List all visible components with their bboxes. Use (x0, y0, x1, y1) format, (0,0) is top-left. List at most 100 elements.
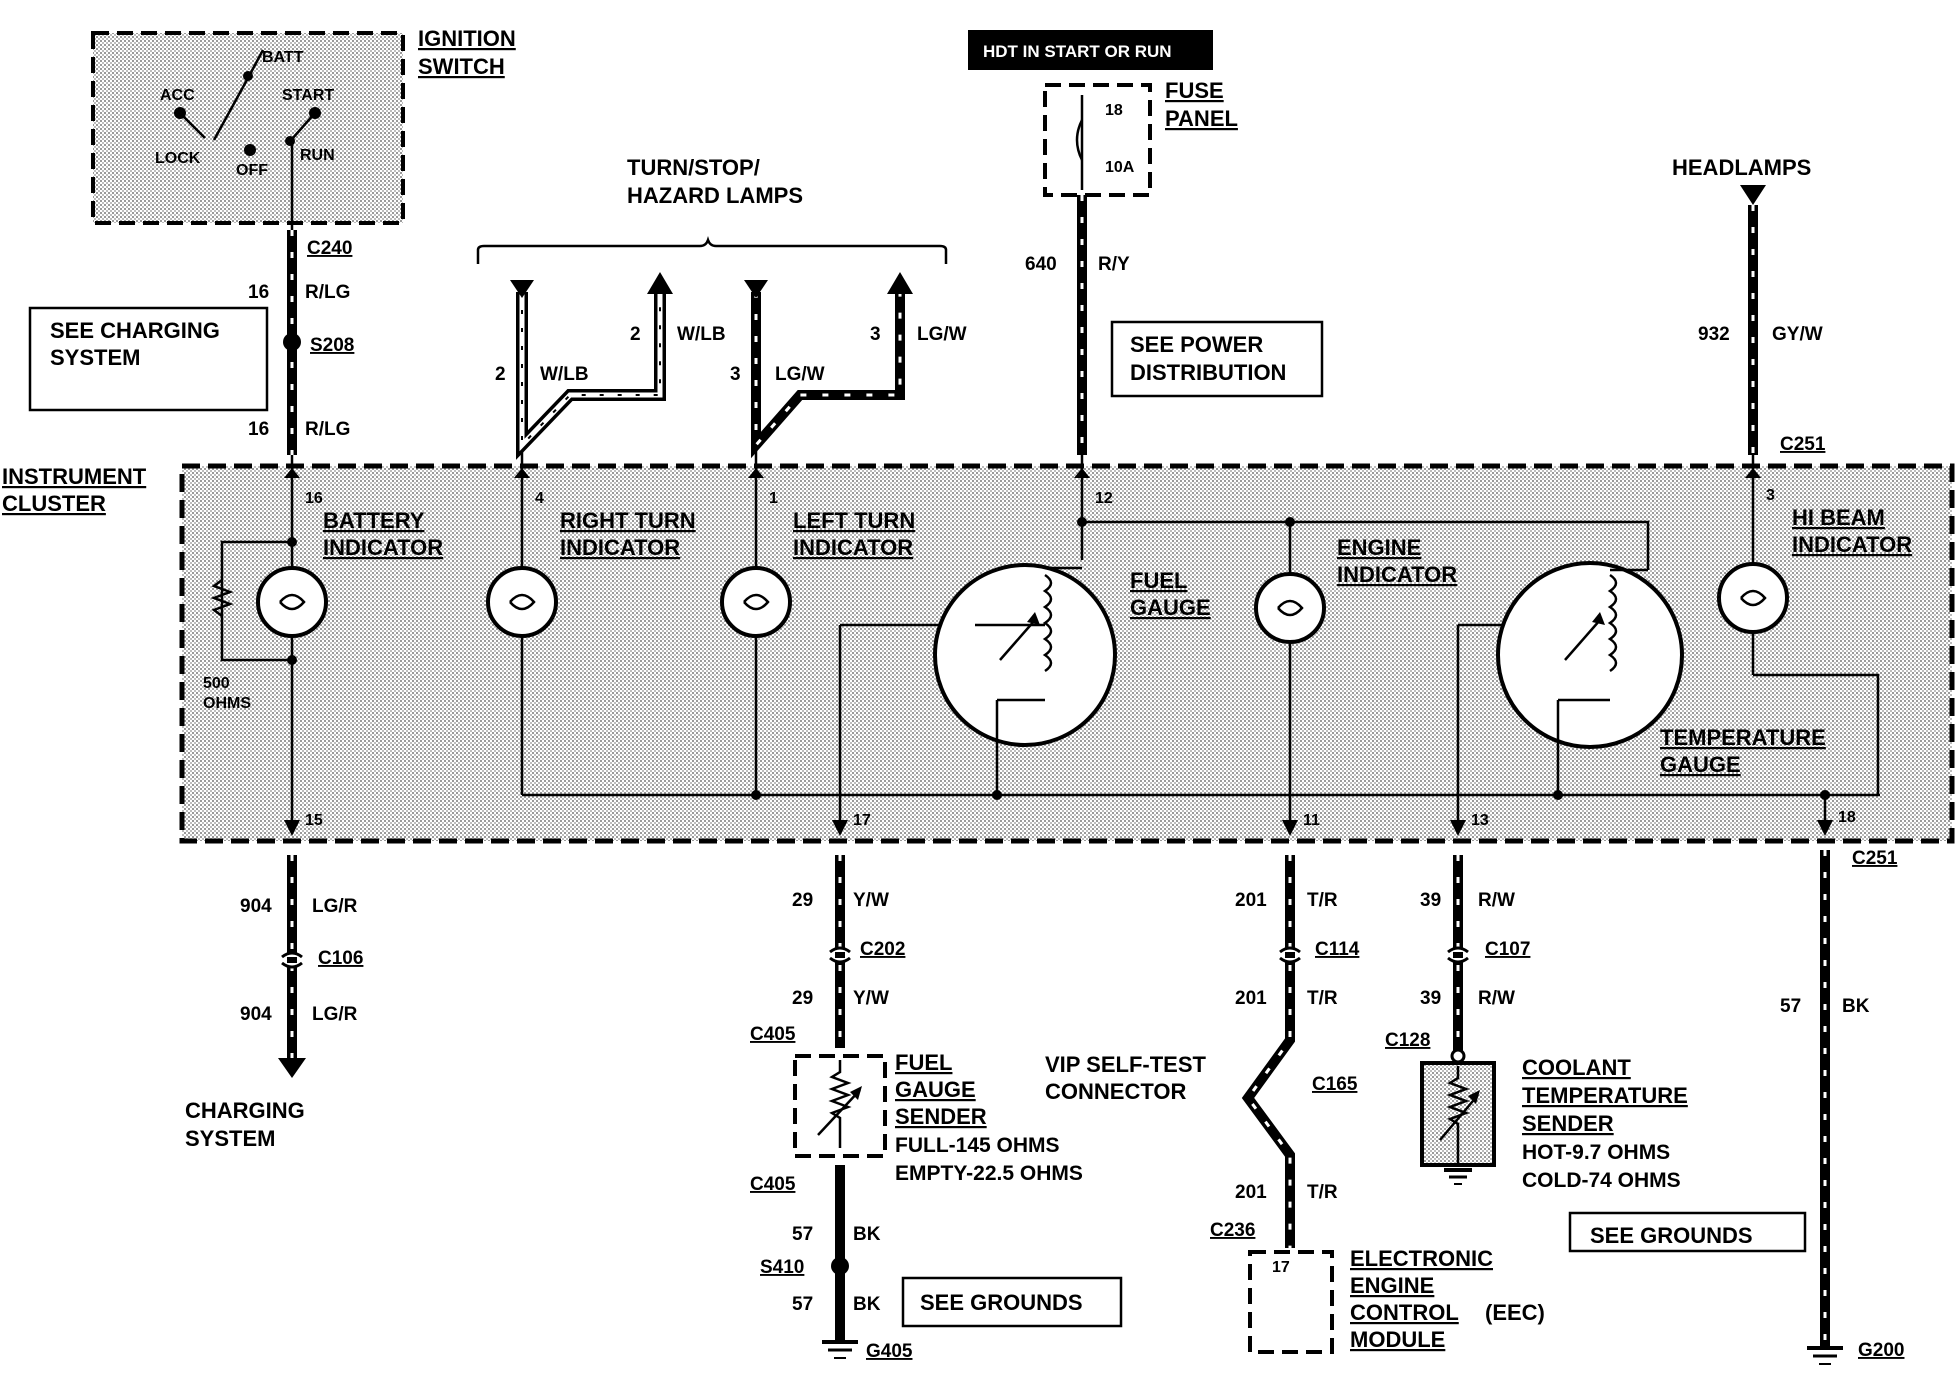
ignition-lock: LOCK (155, 150, 201, 167)
vip-label-2: CONNECTOR (1045, 1079, 1186, 1104)
wire-lgr-b: LG/R (312, 1004, 358, 1025)
fuse-num: 18 (1105, 102, 1123, 119)
pin-17: 17 (853, 812, 871, 829)
eec-label-4: MODULE (1350, 1327, 1445, 1352)
see-grounds-1: SEE GROUNDS (920, 1290, 1083, 1315)
wire-29a: 29 (792, 890, 813, 911)
headlamps-label: HEADLAMPS (1672, 155, 1811, 180)
wire-932: 932 (1698, 324, 1730, 345)
eec-label-3b: (EEC) (1485, 1300, 1545, 1325)
wire-lgr-a: LG/R (312, 896, 358, 917)
wire-2a: 2 (495, 364, 506, 385)
ignition-switch-box (91, 31, 405, 225)
eec-label-3: CONTROL (1350, 1300, 1459, 1325)
wire-39b: 39 (1420, 988, 1441, 1009)
see-charging-box (28, 306, 269, 412)
wire-wlb-a: W/LB (540, 364, 589, 385)
conn-c202: C202 (860, 939, 905, 960)
ohms-label-2: OHMS (203, 695, 251, 712)
conn-g200: G200 (1858, 1340, 1904, 1361)
see-power-box (1110, 320, 1324, 398)
turn-lamps-1: TURN/STOP/ (627, 155, 760, 180)
temp-gauge-label-2: GAUGE (1660, 752, 1741, 777)
pin-11: 11 (1303, 812, 1320, 829)
battery-label-2: INDICATOR (323, 535, 443, 560)
conn-c405a: C405 (750, 1024, 796, 1045)
wire-ignition-to-cluster: C240 16 R/LG S208 16 R/LG (248, 230, 354, 455)
turn-lamps-2: HAZARD LAMPS (627, 183, 803, 208)
ignition-acc: ACC (160, 87, 195, 104)
wire-gyw: GY/W (1772, 324, 1823, 345)
coolant-cold: COLD-74 OHMS (1522, 1169, 1681, 1192)
conn-c114: C114 (1315, 939, 1360, 960)
wire-rw-a: R/W (1478, 890, 1515, 911)
see-grounds-box-1 (901, 1276, 1123, 1328)
fuel-gauge-label-2: GAUGE (1130, 595, 1211, 620)
conn-c106: C106 (318, 948, 363, 969)
wire-yw-a: Y/W (853, 890, 889, 911)
coolant-label-2: TEMPERATURE (1522, 1083, 1688, 1108)
wire-rw-b: R/W (1478, 988, 1515, 1009)
see-grounds-box-2 (1568, 1211, 1807, 1253)
wire-ry: R/Y (1098, 254, 1130, 275)
conn-c251a: C251 (1780, 434, 1826, 455)
pin-18: 18 (1838, 809, 1856, 826)
fuel-sender-full: FULL-145 OHMS (895, 1134, 1060, 1157)
right-turn-lamp (486, 566, 558, 638)
wire-2b: 2 (630, 324, 641, 345)
cluster-title-2: CLUSTER (2, 491, 106, 516)
vip-label-1: VIP SELF-TEST (1045, 1052, 1207, 1077)
wire-16a: 16 (248, 282, 269, 303)
conn-c236: C236 (1210, 1220, 1255, 1241)
conn-c128: C128 (1385, 1030, 1430, 1051)
fuel-sender-empty: EMPTY-22.5 OHMS (895, 1162, 1083, 1185)
see-power-2: DISTRIBUTION (1130, 360, 1286, 385)
right-turn-label-2: INDICATOR (560, 535, 680, 560)
left-turn-label-2: INDICATOR (793, 535, 913, 560)
ignition-batt: BATT (262, 49, 304, 66)
wire-bk-b: BK (853, 1294, 881, 1315)
fuel-sender-circuit: 29 Y/W C202 29 Y/W C405 FUEL GAUGE SENDE… (750, 855, 1123, 1362)
wire-57b: 57 (792, 1294, 813, 1315)
see-grounds-2: SEE GROUNDS (1590, 1223, 1753, 1248)
g200-ground-circuit: C251 57 BK G200 (1780, 848, 1904, 1365)
hibeam-label-2: INDICATOR (1792, 532, 1912, 557)
wire-lgw-a: LG/W (775, 364, 825, 385)
hi-beam-lamp (1717, 562, 1789, 634)
ohms-label-1: 500 (203, 675, 230, 692)
engine-label-2: INDICATOR (1337, 562, 1457, 587)
coolant-label-1: COOLANT (1522, 1055, 1631, 1080)
fuse-title-1: FUSE (1165, 78, 1224, 103)
wire-wlb-b: W/LB (677, 324, 726, 345)
fuse-amp: 10A (1105, 159, 1135, 176)
coolant-sender-box (1420, 1061, 1496, 1167)
conn-c107: C107 (1485, 939, 1530, 960)
wire-201a: 201 (1235, 890, 1267, 911)
see-charging-1: SEE CHARGING (50, 318, 220, 343)
right-turn-label-1: RIGHT TURN (560, 508, 696, 533)
conn-c251b: C251 (1852, 848, 1898, 869)
coolant-sender-circuit: 39 R/W C107 39 R/W C128 COOLANT TEMPERAT… (1385, 855, 1807, 1253)
eec-label-2: ENGINE (1350, 1273, 1434, 1298)
wire-16b: 16 (248, 419, 269, 440)
wire-rlg-b: R/LG (305, 419, 350, 440)
charging-label-1: CHARGING (185, 1098, 305, 1123)
wire-29b: 29 (792, 988, 813, 1009)
fuel-sender-1: FUEL (895, 1050, 952, 1075)
engine-label-1: ENGINE (1337, 535, 1421, 560)
wire-bk-c: BK (1842, 996, 1870, 1017)
left-turn-label-1: LEFT TURN (793, 508, 915, 533)
fuse-title-2: PANEL (1165, 106, 1238, 131)
cluster-title-1: INSTRUMENT (2, 464, 147, 489)
conn-c405b: C405 (750, 1174, 796, 1195)
ignition-run: RUN (300, 147, 335, 164)
pin-4: 4 (535, 490, 544, 507)
pin-13: 13 (1471, 812, 1489, 829)
hibeam-label-1: HI BEAM (1792, 505, 1885, 530)
pin-12: 12 (1095, 490, 1113, 507)
see-charging-2: SYSTEM (50, 345, 140, 370)
wire-tr-b: T/R (1307, 988, 1338, 1009)
battery-label-1: BATTERY (323, 508, 425, 533)
instrument-cluster: INSTRUMENT CLUSTER (2, 450, 1955, 844)
